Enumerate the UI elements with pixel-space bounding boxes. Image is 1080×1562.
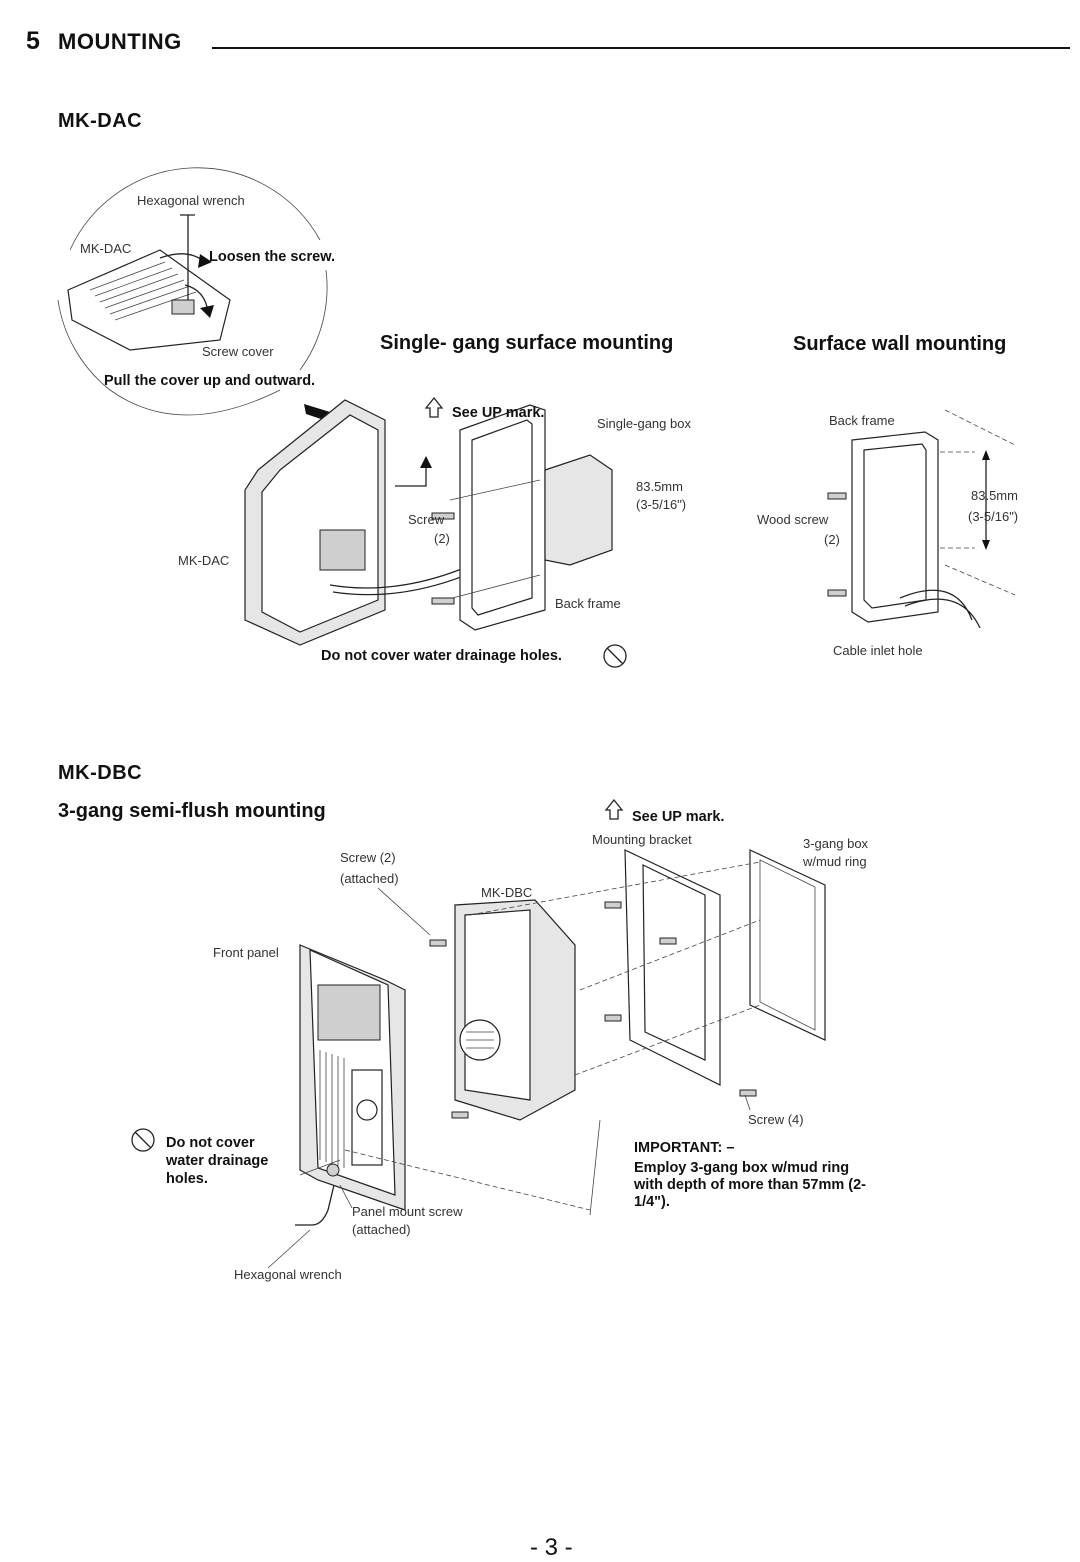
callout-model-label: MK-DAC <box>80 241 132 256</box>
important-body: Employ 3-gang box w/mud ring with depth … <box>634 1160 867 1210</box>
no-cover-icon-bottom <box>131 1128 155 1152</box>
screw4-label: Screw (4) <box>748 1112 804 1127</box>
single-gang-back-frame: Back frame <box>555 596 621 611</box>
section-title: MOUNTING <box>58 29 182 54</box>
semi-flush-title: 3-gang semi-flush mounting <box>58 800 326 822</box>
single-gang-model-label: MK-DAC <box>178 553 230 568</box>
up-arrow-icon-top <box>424 396 444 418</box>
loosen-screw-label: Loosen the screw. <box>209 249 335 265</box>
header-rule <box>212 47 1070 49</box>
hex-wrench-label-2: Hexagonal wrench <box>234 1267 342 1282</box>
surface-dim-in: (3-5/16") <box>968 509 1019 524</box>
mk-dbc-figure <box>267 492 847 1269</box>
hex-wrench-label: Hexagonal wrench <box>137 193 245 208</box>
up-arrow-icon-bottom <box>604 798 624 820</box>
panel-screw-label-2: (attached) <box>352 1222 411 1237</box>
gang-box-label-2: w/mud ring <box>803 854 867 869</box>
cable-inlet-label: Cable inlet hole <box>833 643 923 658</box>
drain-warning-1: Do not cover <box>166 1135 255 1151</box>
page-number: - 3 - <box>530 1534 573 1561</box>
surface-wall-title: Surface wall mounting <box>793 333 1007 355</box>
mounting-bracket-label: Mounting bracket <box>592 832 692 847</box>
single-gang-figure <box>244 399 613 646</box>
surface-wall-figure <box>851 409 1016 629</box>
front-panel-label: Front panel <box>213 945 279 960</box>
surface-back-frame: Back frame <box>829 413 895 428</box>
single-gang-title: Single- gang surface mounting <box>380 332 674 354</box>
screw-cover-label: Screw cover <box>202 344 274 359</box>
single-gang-dim-mm: 83.5mm <box>636 479 683 494</box>
drain-warning-2: water drainage <box>166 1153 269 1169</box>
see-up-label-2: See UP mark. <box>632 809 725 825</box>
screw2-label-1: Screw (2) <box>340 850 396 865</box>
drainage-warning: Do not cover water drainage holes. <box>321 648 562 664</box>
panel-screw-label-1: Panel mount screw <box>352 1204 463 1219</box>
screw2-label-2: (attached) <box>340 871 399 886</box>
mk-dbc-model-label: MK-DBC <box>481 885 533 900</box>
callout-circle-figure <box>57 167 330 420</box>
wood-screw-label: Wood screw <box>757 512 829 527</box>
important-title: IMPORTANT: – <box>634 1140 735 1156</box>
mk-dbc-title: MK-DBC <box>58 762 143 784</box>
single-gang-box-label: Single-gang box <box>597 416 691 431</box>
pull-cover-label: Pull the cover up and outward. <box>104 373 316 389</box>
wood-screw-count: (2) <box>824 532 840 547</box>
screw-count-label: (2) <box>434 531 450 546</box>
surface-dim-mm: 83.5mm <box>971 488 1018 503</box>
gang-box-label-1: 3-gang box <box>803 836 869 851</box>
no-cover-icon-top <box>603 644 627 668</box>
section-number: 5 <box>26 27 41 55</box>
mk-dac-title: MK-DAC <box>58 110 143 132</box>
screw-label: Screw <box>408 512 445 527</box>
single-gang-dim-in: (3-5/16") <box>636 497 687 512</box>
drain-warning-3: holes. <box>166 1171 208 1187</box>
see-up-label: See UP mark. <box>452 405 545 421</box>
